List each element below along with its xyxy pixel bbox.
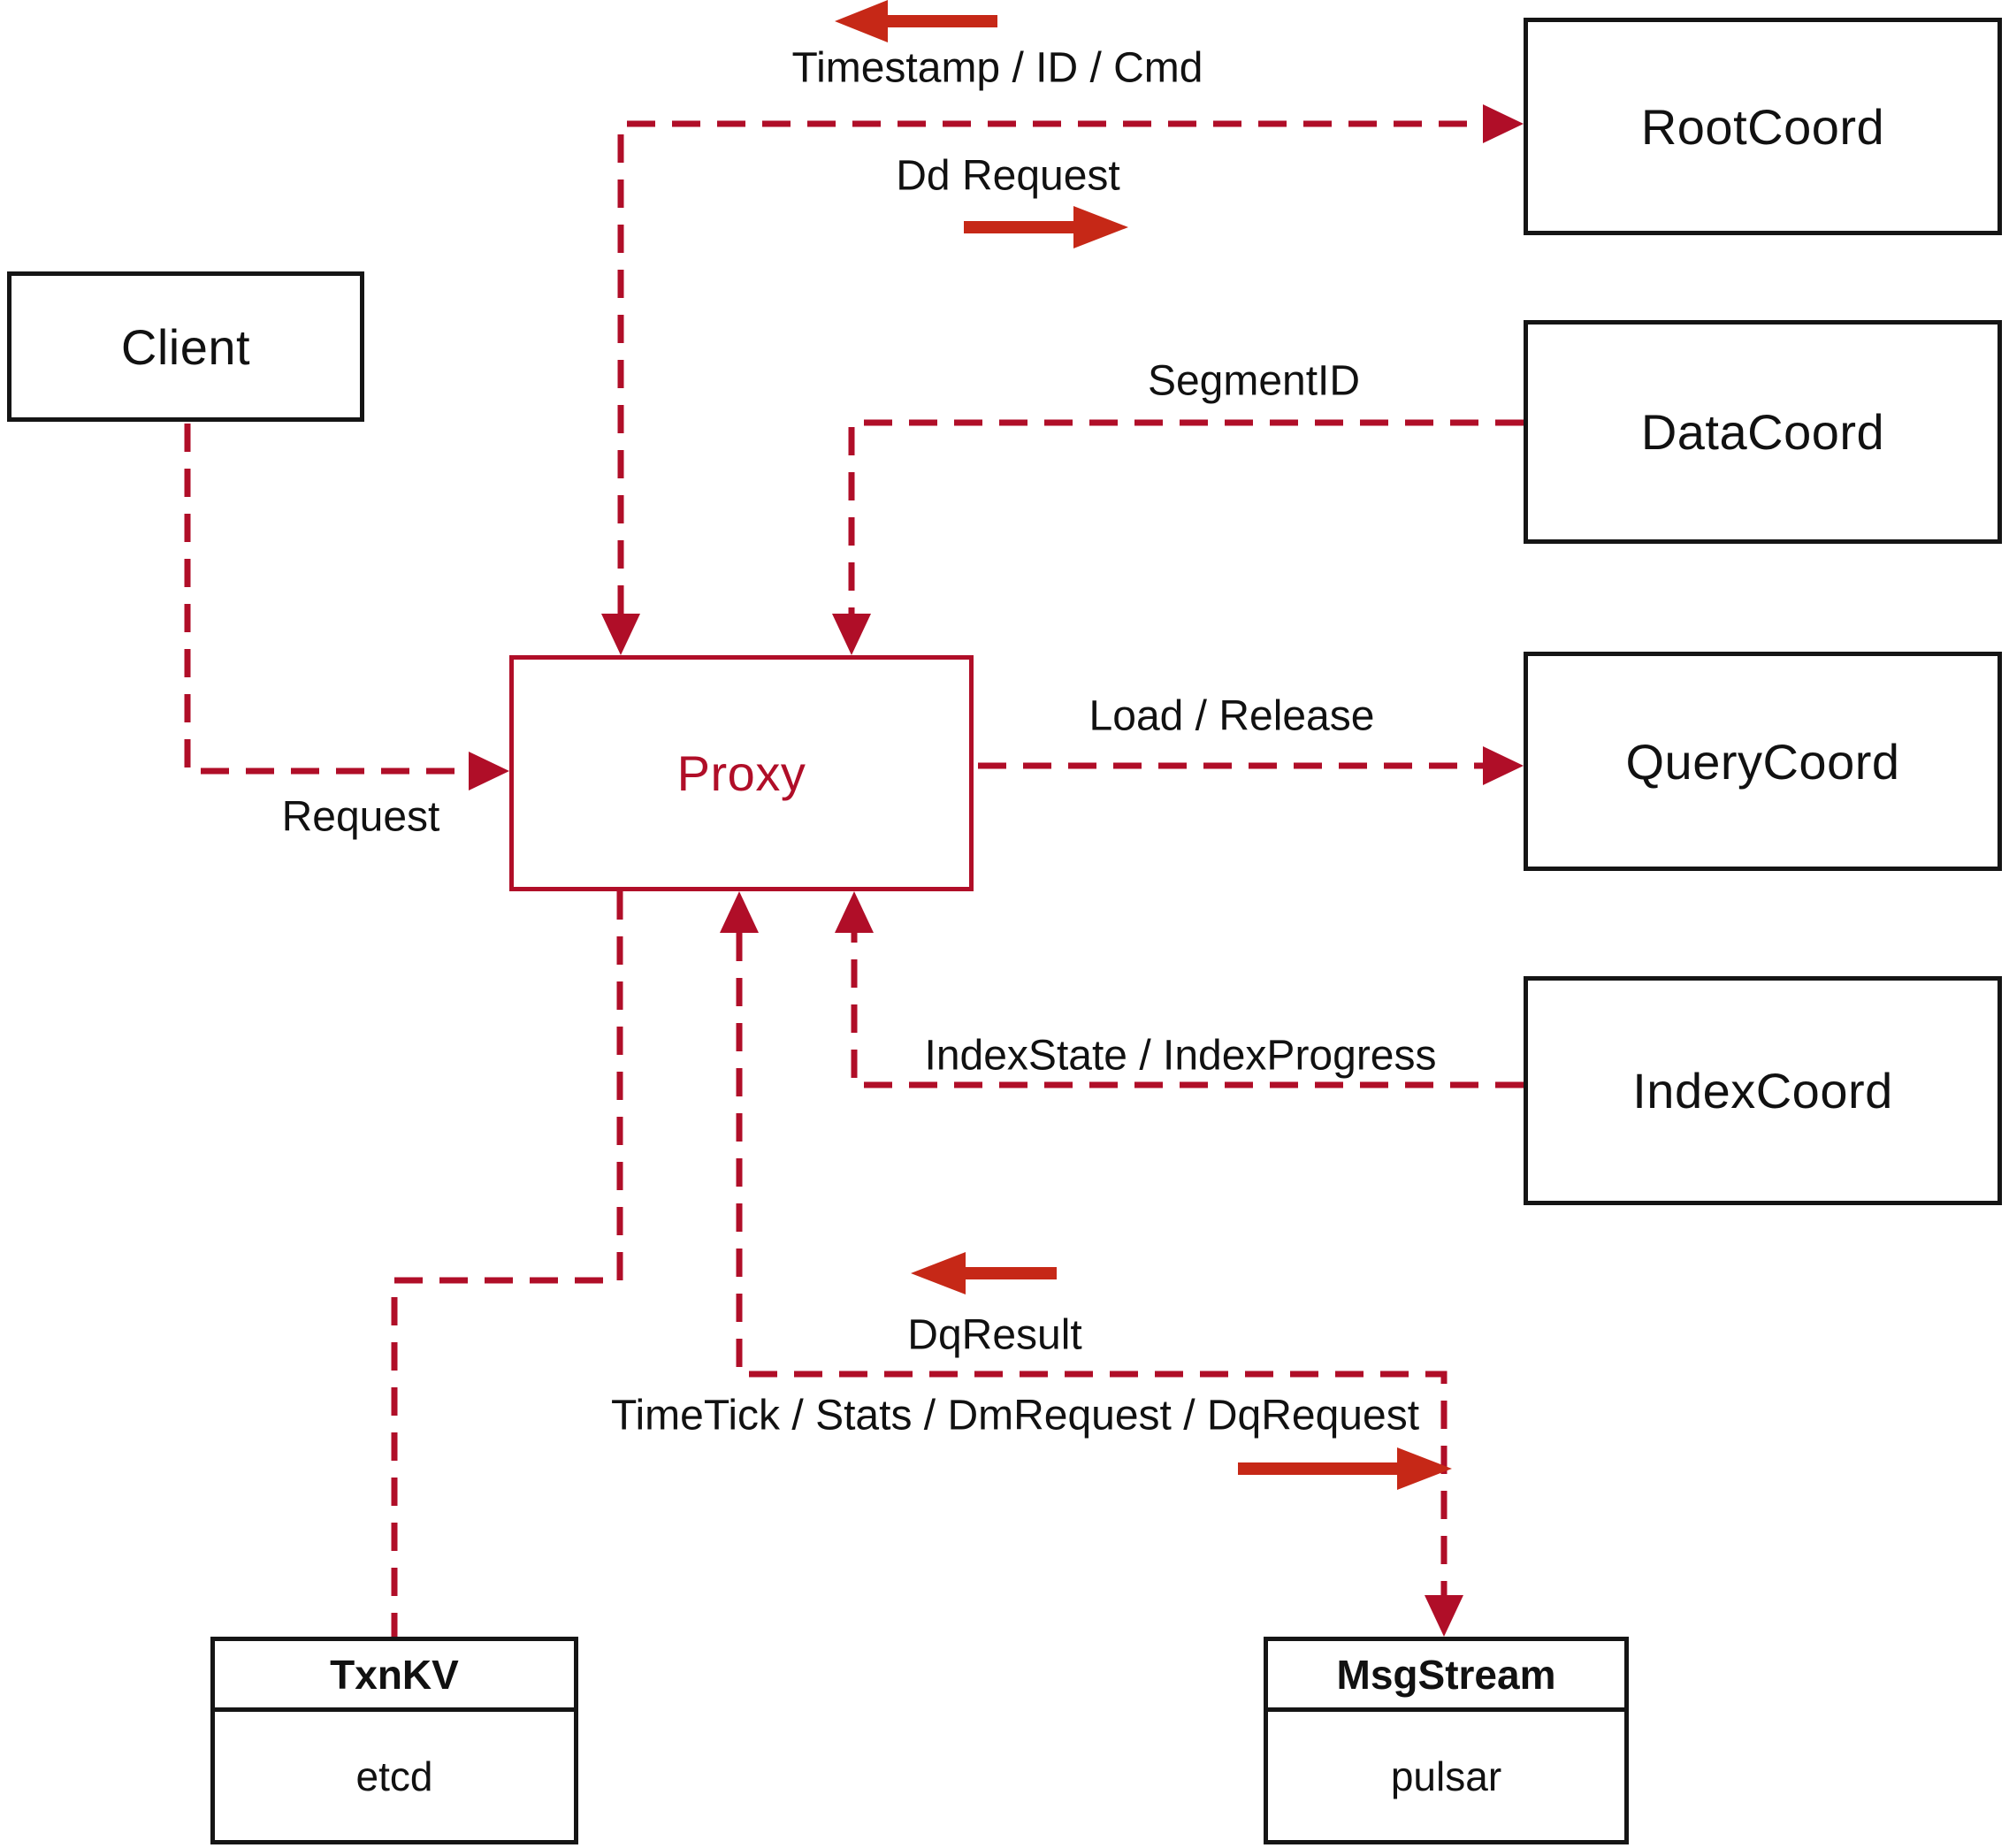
node-txnkv-body: etcd bbox=[215, 1712, 574, 1840]
edge-label-indexstate-indexprogress: IndexState / IndexProgress bbox=[924, 1032, 1437, 1080]
edge-label-dqresult: DqResult bbox=[907, 1311, 1082, 1359]
direction-arrow-right-timetick-icon bbox=[1238, 1447, 1452, 1490]
edge-label-load-release: Load / Release bbox=[1089, 692, 1375, 740]
node-querycoord: QueryCoord bbox=[1524, 652, 2002, 871]
arrowhead-into-proxy-top-from-rootcoord-icon bbox=[601, 614, 640, 655]
node-msgstream-body: pulsar bbox=[1268, 1712, 1624, 1840]
direction-arrow-left-dqresult-icon bbox=[911, 1252, 1057, 1294]
node-msgstream: MsgStream pulsar bbox=[1264, 1637, 1629, 1844]
edge-label-request: Request bbox=[281, 793, 440, 841]
arrowhead-into-proxy-bottom-from-msgstream-icon bbox=[720, 891, 759, 933]
edge-label-dd-request: Dd Request bbox=[896, 152, 1120, 200]
edge-label-timetick-stats-dmrequest-dqrequest: TimeTick / Stats / DmRequest / DqRequest bbox=[610, 1392, 1420, 1439]
node-indexcoord-label: IndexCoord bbox=[1632, 1063, 1893, 1119]
edge-proxy-msgstream-line bbox=[736, 933, 1448, 1595]
arrowhead-into-proxy-left-icon bbox=[469, 752, 509, 790]
arrowhead-into-proxy-bottom-from-indexcoord-icon bbox=[835, 891, 874, 933]
node-datacoord: DataCoord bbox=[1524, 320, 2002, 544]
node-client: Client bbox=[7, 271, 364, 422]
edge-proxy-txnkv-line bbox=[391, 891, 623, 1637]
arrowhead-into-msgstream-icon bbox=[1425, 1595, 1463, 1637]
node-txnkv-header: TxnKV bbox=[215, 1641, 574, 1712]
edge-label-segmentid: SegmentID bbox=[1147, 357, 1361, 405]
node-client-label: Client bbox=[120, 318, 251, 375]
edge-proxy-rootcoord-line bbox=[617, 120, 1483, 614]
arrowhead-into-querycoord-icon bbox=[1483, 746, 1524, 785]
node-querycoord-label: QueryCoord bbox=[1625, 733, 1900, 790]
node-msgstream-header: MsgStream bbox=[1268, 1641, 1624, 1712]
node-rootcoord: RootCoord bbox=[1524, 18, 2002, 235]
node-datacoord-label: DataCoord bbox=[1640, 404, 1885, 460]
node-msgstream-label: MsgStream bbox=[1336, 1651, 1556, 1698]
node-txnkv-implementation: etcd bbox=[355, 1753, 433, 1799]
node-msgstream-implementation: pulsar bbox=[1390, 1753, 1502, 1799]
node-txnkv: TxnKV etcd bbox=[210, 1637, 578, 1844]
arrowhead-into-rootcoord-icon bbox=[1483, 104, 1524, 143]
node-proxy: Proxy bbox=[509, 655, 974, 891]
edge-client-proxy-line bbox=[184, 424, 469, 775]
edge-indexcoord-proxy-line bbox=[851, 933, 1524, 1088]
node-indexcoord: IndexCoord bbox=[1524, 976, 2002, 1205]
node-proxy-label: Proxy bbox=[676, 745, 806, 801]
arrowhead-into-proxy-top-from-datacoord-icon bbox=[832, 614, 871, 655]
node-txnkv-label: TxnKV bbox=[330, 1651, 459, 1698]
direction-arrow-left-timestamp-icon bbox=[835, 0, 997, 42]
edge-label-timestamp-id-cmd: Timestamp / ID / Cmd bbox=[791, 44, 1203, 92]
node-rootcoord-label: RootCoord bbox=[1640, 98, 1885, 155]
edge-datacoord-proxy-line bbox=[848, 419, 1524, 614]
direction-arrow-right-dd-request-icon bbox=[964, 206, 1128, 248]
